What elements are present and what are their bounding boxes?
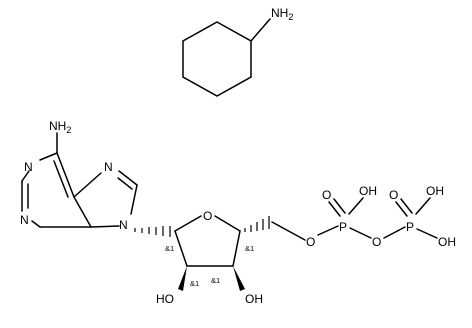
ribose-ring-oxygen-label: O xyxy=(203,209,212,223)
cyclohexylamine-molecule: NH2 xyxy=(182,6,293,97)
p-beta-oh-right-bond xyxy=(416,228,438,239)
bridge-oxygen-label: O xyxy=(372,235,381,249)
c5-n7-bond xyxy=(73,172,102,198)
adenine-nh2-label: NH2 xyxy=(49,119,71,135)
n7-c8-inner-bond xyxy=(117,177,133,190)
glycosidic-hashed-bond xyxy=(134,226,171,237)
n7-c8-bond xyxy=(118,170,138,186)
c5-ester-oxygen-bond xyxy=(271,221,306,241)
p-alpha-double-o-bond-2 xyxy=(333,198,346,214)
cyclohexylamine-nh2-label: NH2 xyxy=(271,6,293,22)
cyclohexane-ring xyxy=(182,21,252,97)
adenine-n1-label: N xyxy=(24,160,33,174)
p-alpha-double-o-bond-1 xyxy=(328,201,341,217)
ester-oxygen-label: O xyxy=(306,235,315,249)
c1-ring-oxygen-bond xyxy=(174,215,202,232)
p-alpha-double-o-label: O xyxy=(322,188,331,202)
adenine-n7-label: N xyxy=(104,160,113,174)
p-alpha-label: P xyxy=(339,220,347,234)
p-alpha-oh-bond xyxy=(348,197,364,215)
c8-n9-bond xyxy=(130,184,138,215)
ester-oxygen-p-alpha-bond xyxy=(317,225,339,236)
p-beta-oh-top-bond xyxy=(415,197,431,215)
c4-c5-hashed-bond xyxy=(244,216,270,232)
c6-n1-bond xyxy=(39,152,58,161)
p-alpha-oh-label: OH xyxy=(359,184,377,198)
ring-oxygen-c4-bond xyxy=(214,215,241,232)
c3-hydroxyl-wedge-bond xyxy=(233,266,245,291)
c5-c6-bond xyxy=(56,152,75,198)
n3-c4-bond xyxy=(31,220,41,228)
c4-c3-bond xyxy=(232,230,241,267)
ribose-oh-label: OH xyxy=(245,292,263,306)
p-beta-double-o-label: O xyxy=(389,188,398,202)
n9-c4-bond xyxy=(90,225,120,228)
c4-c5-fused-bond xyxy=(73,196,92,228)
adenine-base: NH2 N N N N xyxy=(20,119,138,232)
c2-hydroxyl-wedge-bond xyxy=(178,266,187,291)
adenine-n3-label: N xyxy=(20,213,29,227)
p-alpha-bridge-oxygen-bond xyxy=(349,227,372,239)
p-beta-label: P xyxy=(406,220,414,234)
c5-c6-inner-bond xyxy=(53,160,69,198)
p-beta-oh-right-label: OH xyxy=(438,235,456,249)
stereo-label-c1: &1 xyxy=(165,244,174,253)
p-beta-double-o-bond-1 xyxy=(395,201,408,217)
adenine-n9-label: N xyxy=(119,218,128,232)
stereo-label-c4: &1 xyxy=(245,244,254,253)
p-beta-oh-top-label: OH xyxy=(426,184,444,198)
n1-c2-bond xyxy=(21,170,30,182)
ribose-sugar: O HO OH &1 &1 &1 &1 xyxy=(134,209,270,306)
stereo-label-c2: &1 xyxy=(190,279,199,288)
c2-c1-bond xyxy=(174,230,188,267)
stereo-label-c3: &1 xyxy=(211,276,220,285)
ribose-ho-label: HO xyxy=(156,292,174,306)
p-beta-double-o-bond-2 xyxy=(400,198,413,214)
diphosphate-chain: O P O OH O P O OH OH xyxy=(271,184,456,249)
bridge-oxygen-p-beta-bond xyxy=(383,226,406,239)
cyclohexyl-amine-bond xyxy=(250,18,271,42)
